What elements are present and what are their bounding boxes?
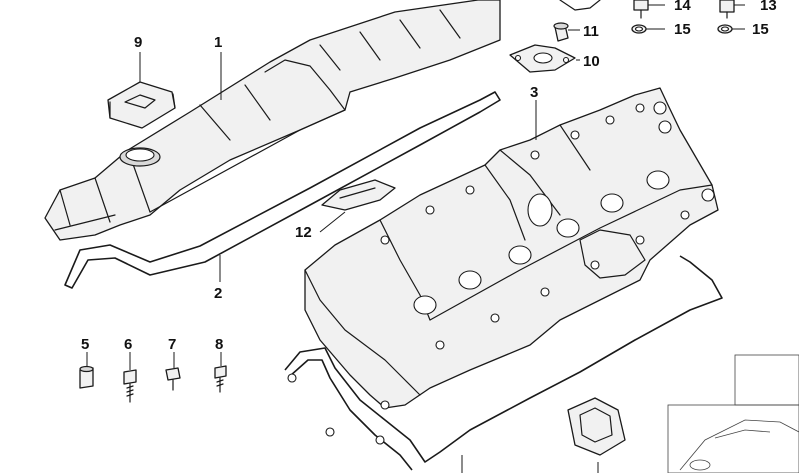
rubber-boot[interactable]: [567, 397, 626, 456]
part-11-plug[interactable]: [553, 22, 569, 42]
callout-14: 14: [674, 0, 691, 14]
part-5-sleeve[interactable]: [79, 365, 94, 389]
part-10-flange[interactable]: [509, 44, 576, 73]
callout-8: 8: [215, 336, 223, 353]
part-15-seal-ring-a[interactable]: [631, 24, 647, 34]
car-thumbnail: [667, 354, 799, 473]
callout-15a: 15: [674, 21, 691, 38]
callout-11: 11: [583, 23, 599, 40]
part-12-bracket[interactable]: [321, 179, 396, 211]
part-14-sensor[interactable]: [633, 0, 649, 19]
callout-12: 12: [295, 224, 312, 241]
leader-lines: [86, 4, 745, 473]
callout-2: 2: [214, 285, 222, 302]
lower-gasket[interactable]: [284, 255, 723, 471]
part-15-seal-ring-b[interactable]: [717, 24, 733, 34]
part-7-bolt[interactable]: [165, 367, 181, 391]
part-8-stud[interactable]: [214, 365, 227, 393]
callout-10: 10: [583, 53, 600, 70]
callout-7: 7: [168, 336, 176, 353]
part-9-oil-cap[interactable]: [107, 81, 176, 129]
hose-fragment: [559, 0, 601, 11]
part-1-valve-cover[interactable]: [44, 0, 501, 241]
callout-15b: 15: [752, 21, 769, 38]
callout-3: 3: [530, 84, 538, 101]
part-13-sensor[interactable]: [719, 0, 735, 19]
callout-1: 1: [214, 34, 222, 51]
callout-13: 13: [760, 0, 777, 14]
callout-9: 9: [134, 34, 142, 51]
part-3-head-cover[interactable]: [304, 87, 719, 410]
callout-labels: 1 2 3 5 6 7 8 9 10 11 12 13 14 15 15: [81, 0, 777, 353]
callout-6: 6: [124, 336, 132, 353]
callout-5: 5: [81, 336, 89, 353]
part-6-stud[interactable]: [123, 369, 137, 403]
part-2-gasket[interactable]: [64, 91, 501, 289]
